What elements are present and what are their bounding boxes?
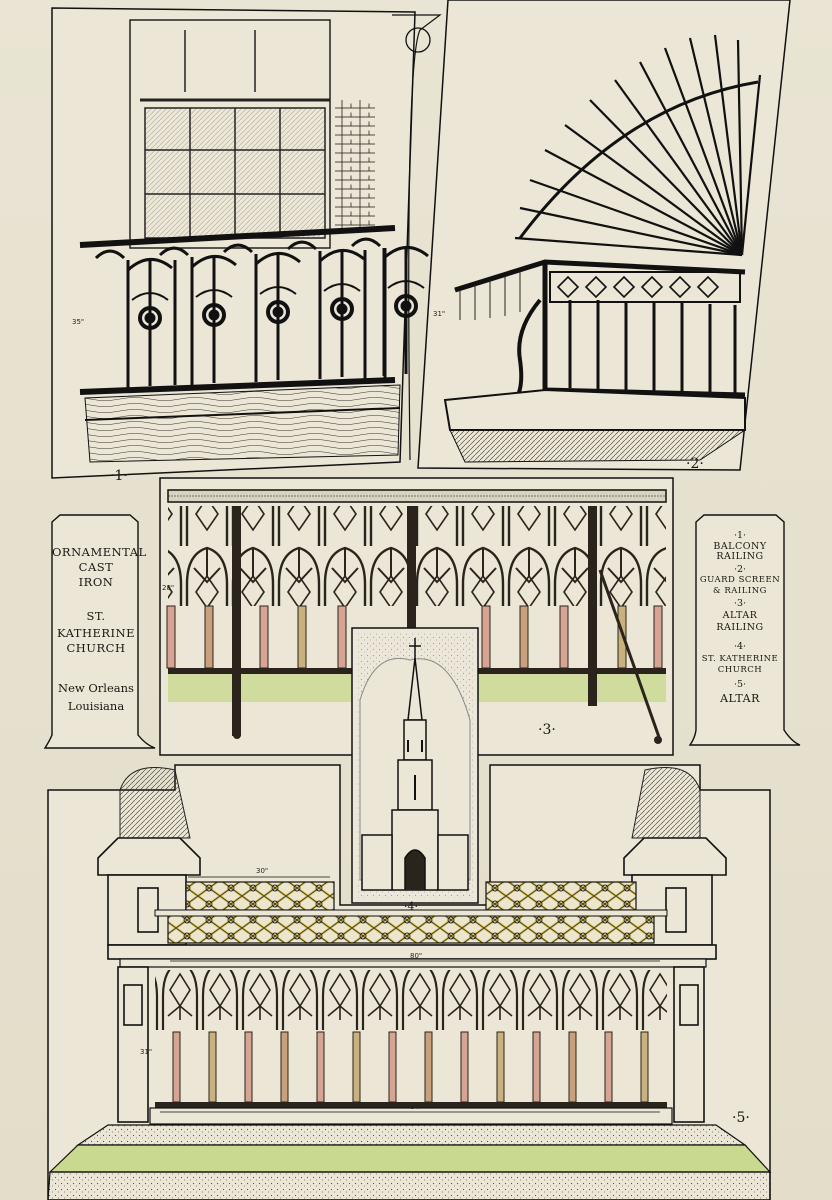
altar-colonnettes xyxy=(166,605,663,669)
left-card-line6: Church xyxy=(66,641,126,655)
legend-4-label-a: St. Katherine xyxy=(701,654,779,664)
side-cards xyxy=(43,514,801,749)
legend-4-number: ·4· xyxy=(733,641,747,652)
panel-3-number: ·3· xyxy=(538,722,556,738)
dim-p1-height: 35" xyxy=(72,318,85,326)
dim-p5-height: 31" xyxy=(140,1048,153,1056)
legend-2-label-a: Guard Screen xyxy=(699,575,781,585)
panel-1-number: ·1· xyxy=(110,468,128,484)
legend-3-label-b: Railing xyxy=(716,622,764,633)
altar-columns xyxy=(172,1031,649,1103)
guard-railing-bars xyxy=(568,300,737,394)
left-card-line3: Iron xyxy=(78,575,114,589)
balcony-ornaments xyxy=(94,237,430,388)
dim-p2-height: 31" xyxy=(433,310,446,318)
panel-4-number: ·4· xyxy=(404,900,418,913)
left-card-line2: Cast xyxy=(78,560,114,574)
panel-altar xyxy=(47,764,772,1200)
legend-3-label-a: Altar xyxy=(722,610,758,621)
guard-fan xyxy=(514,34,762,257)
left-card-line7: New Orleans xyxy=(58,681,134,695)
panel-5-number: ·5· xyxy=(732,1110,750,1126)
legend-2-label-b: & Railing xyxy=(713,586,767,596)
panel-church xyxy=(351,627,479,904)
church-building xyxy=(361,638,469,891)
legend-1-label: Balcony Railing xyxy=(713,541,767,562)
dim-p3-height: 28" xyxy=(162,584,175,592)
panel-2-number: ·2· xyxy=(686,456,704,472)
dim-p5-mid: 80" xyxy=(410,952,423,960)
left-card-line8: Louisiana xyxy=(67,699,125,713)
left-card-line1: Ornamental xyxy=(52,545,147,559)
panel-guard-screen xyxy=(417,0,791,471)
legend-4-label-b: Church xyxy=(717,665,763,675)
panel-altar-railing xyxy=(159,477,674,756)
legend-2-number: ·2· xyxy=(733,564,747,575)
dim-p5-top: 30" xyxy=(256,867,269,875)
legend-1-number: ·1· xyxy=(733,530,747,541)
legend-5-label: Altar xyxy=(720,692,760,705)
legend-5-number: ·5· xyxy=(733,679,747,690)
left-card-line5: Katherine xyxy=(56,626,136,640)
left-card-line4: St. xyxy=(86,609,106,623)
dim-p5-bottom: 84" xyxy=(410,1103,423,1111)
legend-3-number: ·3· xyxy=(733,598,747,609)
panel-balcony-railing xyxy=(51,7,442,479)
